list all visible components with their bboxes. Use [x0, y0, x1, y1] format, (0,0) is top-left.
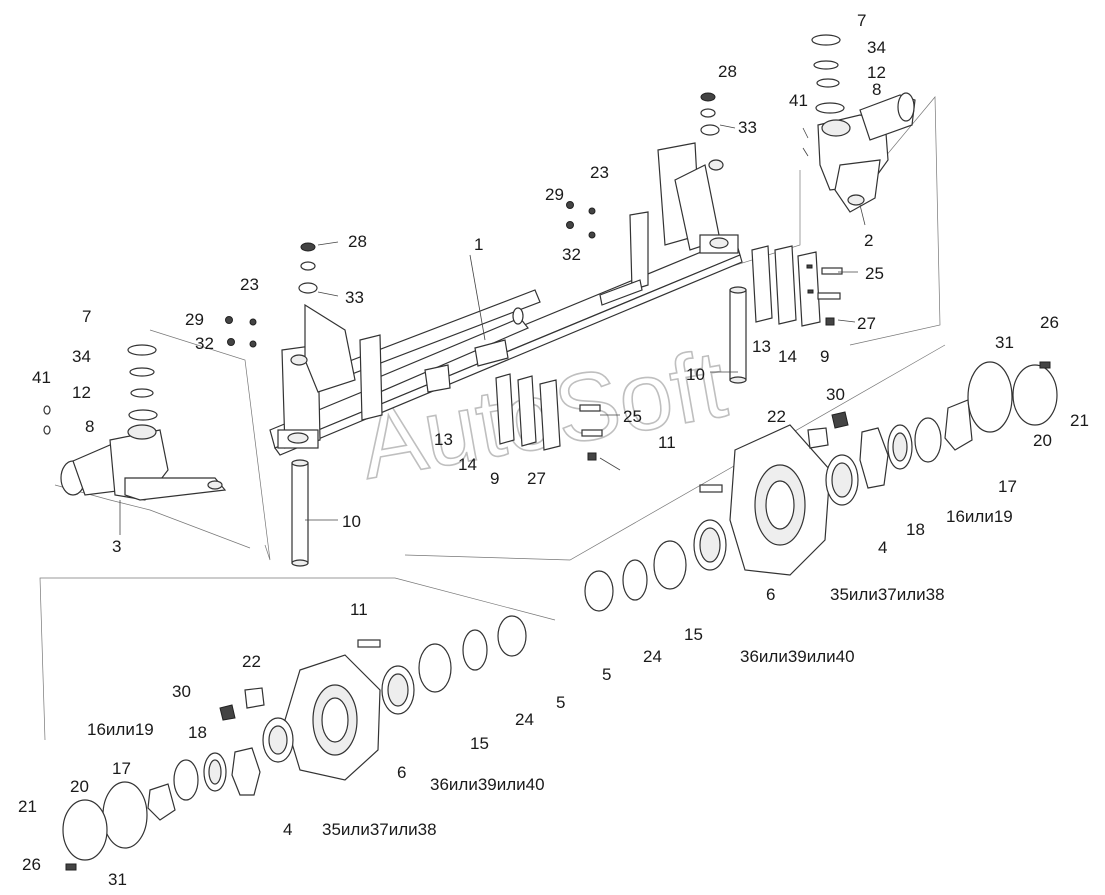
- label-20: 20: [70, 777, 89, 796]
- label-18: 18: [188, 723, 207, 742]
- label-14: 14: [458, 455, 477, 474]
- label-6: 6: [766, 585, 775, 604]
- shim-plates-left: [495, 373, 561, 451]
- label-17: 17: [112, 759, 131, 778]
- label-4: 4: [878, 538, 887, 557]
- fasteners-28-33: [225, 92, 720, 348]
- label-9: 9: [490, 469, 499, 488]
- shim-plates-right: [751, 245, 821, 327]
- label-26: 26: [1040, 313, 1059, 332]
- label-34: 34: [867, 38, 886, 57]
- label-10: 10: [342, 512, 361, 531]
- label-4: 4: [283, 820, 292, 839]
- label-8: 8: [872, 80, 881, 99]
- label-11: 11: [350, 600, 368, 619]
- label-29: 29: [545, 185, 564, 204]
- label-35-37-38: 35или37или38: [830, 585, 945, 604]
- label-27: 27: [527, 469, 546, 488]
- label-13: 13: [752, 337, 771, 356]
- label-6: 6: [397, 763, 406, 782]
- assembly-axis-lines: [39, 96, 946, 741]
- label-3: 3: [112, 537, 121, 556]
- label-10: 10: [686, 365, 705, 384]
- label-30: 30: [826, 385, 845, 404]
- label-23: 23: [240, 275, 259, 294]
- steering-knuckle-right: [802, 34, 916, 213]
- label-13: 13: [434, 430, 453, 449]
- label-8: 8: [85, 417, 94, 436]
- king-pin-right: [729, 286, 747, 384]
- label-7: 7: [857, 11, 866, 30]
- label-32: 32: [195, 334, 214, 353]
- label-21: 21: [1070, 411, 1089, 430]
- part-number-labels: 7 34 12 8 41 2 28 33 23 29 32 25 27 13 1…: [18, 11, 1089, 889]
- king-pin-left: [291, 459, 309, 567]
- label-12: 12: [72, 383, 91, 402]
- label-30: 30: [172, 682, 191, 701]
- label-14: 14: [778, 347, 797, 366]
- label-31: 31: [108, 870, 127, 889]
- label-36-39-40: 36или39или40: [740, 647, 855, 666]
- label-20: 20: [1033, 431, 1052, 450]
- label-33: 33: [738, 118, 757, 137]
- label-5: 5: [602, 665, 611, 684]
- label-26: 26: [22, 855, 41, 874]
- steering-knuckle-left: [43, 344, 227, 501]
- label-11: 11: [658, 433, 676, 452]
- label-2: 2: [864, 231, 873, 250]
- bolts-25-27: [579, 267, 843, 461]
- label-41: 41: [32, 368, 51, 387]
- label-41: 41: [789, 91, 808, 110]
- label-28: 28: [348, 232, 367, 251]
- label-18: 18: [906, 520, 925, 539]
- label-17: 17: [998, 477, 1017, 496]
- label-24: 24: [643, 647, 662, 666]
- label-1: 1: [474, 235, 483, 254]
- hub-assembly-right: [584, 361, 1058, 612]
- label-16-or-19: 16или19: [87, 720, 154, 739]
- label-25: 25: [623, 407, 642, 426]
- label-31: 31: [995, 333, 1014, 352]
- label-22: 22: [242, 652, 261, 671]
- label-16-or-19: 16или19: [946, 507, 1013, 526]
- label-29: 29: [185, 310, 204, 329]
- label-12: 12: [867, 63, 886, 82]
- label-15: 15: [470, 734, 489, 753]
- label-24: 24: [515, 710, 534, 729]
- label-33: 33: [345, 288, 364, 307]
- label-28: 28: [718, 62, 737, 81]
- label-32: 32: [562, 245, 581, 264]
- label-15: 15: [684, 625, 703, 644]
- label-34: 34: [72, 347, 91, 366]
- label-35-37-38: 35или37или38: [322, 820, 437, 839]
- label-22: 22: [767, 407, 786, 426]
- axle-beam: [269, 142, 743, 456]
- label-36-39-40: 36или39или40: [430, 775, 545, 794]
- label-7: 7: [82, 307, 91, 326]
- label-21: 21: [18, 797, 37, 816]
- label-23: 23: [590, 163, 609, 182]
- label-5: 5: [556, 693, 565, 712]
- hub-assembly-left: [62, 615, 527, 871]
- label-25: 25: [865, 264, 884, 283]
- leader-lines: [119, 124, 866, 535]
- label-9: 9: [820, 347, 829, 366]
- label-27: 27: [857, 314, 876, 333]
